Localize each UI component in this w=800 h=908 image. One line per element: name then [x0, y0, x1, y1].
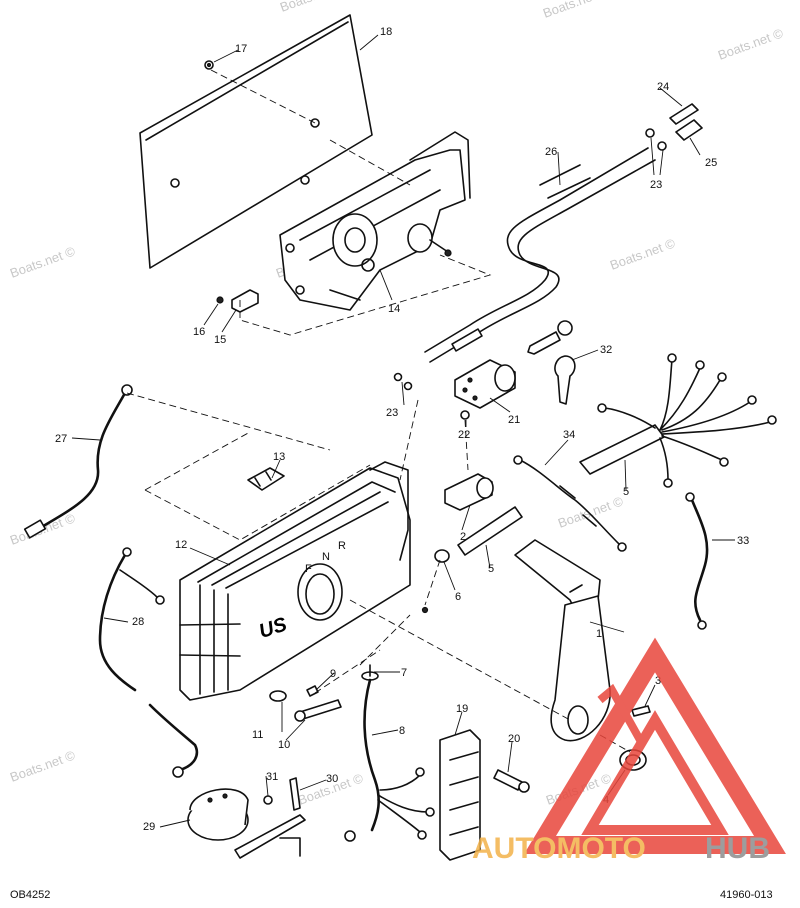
- part-wire-27: [23, 384, 133, 539]
- part-control-handle: [514, 539, 611, 742]
- part-clip-13: [247, 467, 285, 491]
- housing-letter-n: N: [322, 551, 330, 563]
- callout-27: 27: [55, 433, 67, 445]
- part-mounting-plate: [139, 14, 373, 269]
- callout-32: 32: [600, 344, 612, 356]
- callout-12: 12: [175, 539, 187, 551]
- brand-name-part2: HUB: [705, 832, 770, 865]
- callout-29: 29: [143, 821, 155, 833]
- part-screw-20: [493, 769, 530, 793]
- part-sleeve-5: [457, 506, 523, 556]
- callout-3: 3: [655, 675, 661, 687]
- leader-lines: [71, 34, 735, 828]
- callout-28: 28: [132, 616, 144, 628]
- callout-15: 15: [214, 334, 226, 346]
- assembly-lines: [126, 69, 631, 753]
- watermark-text: Boats.net ©: [8, 243, 78, 281]
- callout-26: 26: [545, 146, 557, 158]
- callout-20: 20: [508, 733, 520, 745]
- part-control-mechanism: [279, 131, 471, 311]
- part-wire-33: [685, 492, 709, 630]
- part-screw-17: [204, 60, 214, 70]
- part-keys: [527, 320, 576, 405]
- part-switch-2: [444, 473, 494, 511]
- part-wiring-harness: [579, 353, 777, 488]
- part-control-cables: [424, 147, 656, 363]
- callout-14: 14: [388, 303, 400, 315]
- part-control-housing: F N R US: [179, 461, 429, 701]
- callout-1: 1: [596, 628, 602, 640]
- part-trim-harness: [344, 664, 435, 842]
- housing-letter-f: F: [305, 563, 312, 575]
- part-screws-9-10-11: [269, 685, 342, 722]
- watermark-text: Boats.net ©: [716, 25, 786, 63]
- callout-10: 10: [278, 739, 290, 751]
- part-terminal-block: [439, 729, 481, 861]
- callout-24: 24: [657, 81, 669, 93]
- part-horn-29: [187, 777, 306, 859]
- callout-8: 8: [399, 725, 405, 737]
- callout-22: 22: [458, 429, 470, 441]
- part-screw-3: [631, 705, 651, 717]
- callout-31: 31: [266, 771, 278, 783]
- brand-name-part1: AUTOMOTO: [472, 832, 646, 865]
- callout-17: 17: [235, 43, 247, 55]
- watermark-text: Boats.net ©: [8, 747, 78, 785]
- watermark-text: Boats.net ©: [541, 0, 611, 21]
- part-washer-6: [434, 549, 450, 563]
- watermark-text: Boats.net ©: [608, 235, 678, 273]
- callout-18: 18: [380, 26, 392, 38]
- callout-2: 2: [460, 531, 466, 543]
- doc-code: OB4252: [10, 889, 50, 901]
- part-cable-ends-23-25: [393, 103, 703, 391]
- callout-23-lower: 23: [386, 407, 398, 419]
- callout-11: 11: [252, 729, 263, 741]
- callout-5-sleeve: 5: [488, 563, 494, 575]
- brand-logo: AUTOMOTO HUB: [472, 637, 786, 865]
- part-wire-28: [98, 547, 199, 778]
- callout-30: 30: [326, 773, 338, 785]
- callout-16: 16: [193, 326, 205, 338]
- part-reference: 41960-013: [720, 889, 773, 901]
- callout-33: 33: [737, 535, 749, 547]
- part-ignition-switch: [454, 359, 516, 409]
- callout-7: 7: [401, 667, 407, 679]
- callout-13: 13: [273, 451, 285, 463]
- callout-23-upper: 23: [650, 179, 662, 191]
- callout-6: 6: [455, 591, 461, 603]
- callout-9: 9: [330, 668, 336, 680]
- watermark-text: Boats.net ©: [556, 493, 626, 531]
- callout-5-harness: 5: [623, 486, 629, 498]
- part-bracket-15-16: [216, 289, 259, 313]
- callout-19: 19: [456, 703, 468, 715]
- watermark-text: Boats.net ©: [278, 0, 348, 15]
- callout-21: 21: [508, 414, 520, 426]
- callout-25: 25: [705, 157, 717, 169]
- part-nut-22: [460, 410, 470, 420]
- callout-34: 34: [563, 429, 575, 441]
- housing-letter-r: R: [338, 540, 346, 552]
- part-wire-34: [513, 455, 627, 552]
